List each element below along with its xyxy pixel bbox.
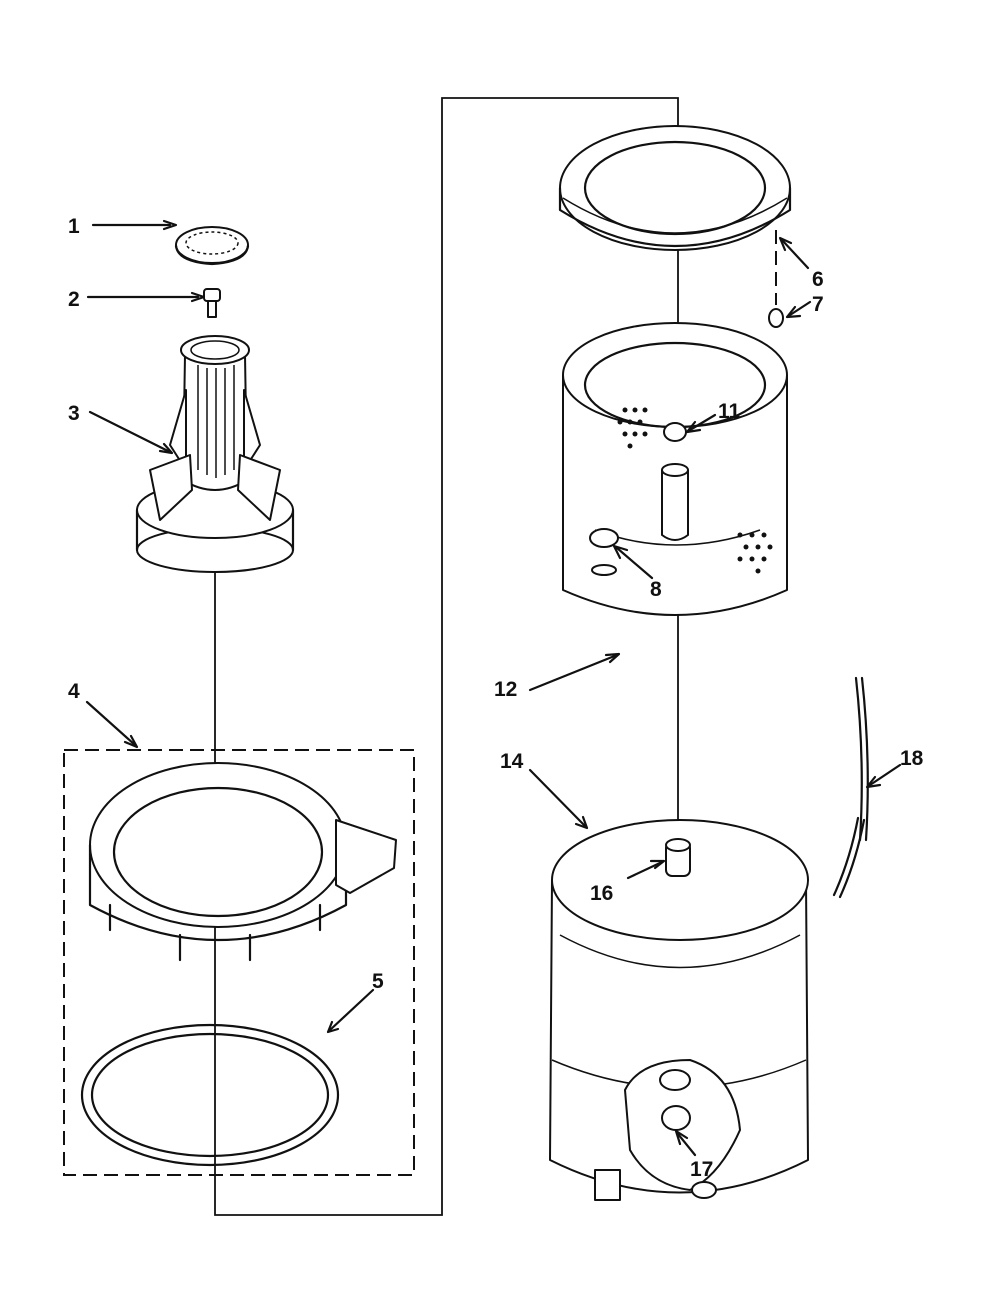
callout-2: 2	[68, 288, 80, 311]
callout-18: 18	[900, 747, 924, 770]
part-1-agitator-cap	[174, 226, 250, 266]
callout-3: 3	[68, 402, 80, 425]
callout-leaders	[85, 219, 902, 1157]
part-17-drain-fitting	[659, 1069, 717, 1199]
callout-6: 6	[812, 268, 824, 291]
callout-8: 8	[650, 578, 662, 601]
part-14-outer-tub	[549, 819, 809, 1201]
part-6-balance-ring	[558, 125, 792, 251]
callout-7: 7	[812, 293, 824, 316]
basket-holes-right	[737, 532, 773, 574]
callout-5: 5	[372, 970, 384, 993]
part-2-bolt	[203, 288, 221, 318]
part-4-tub-ring	[63, 749, 415, 1176]
part-5-gasket-ring	[80, 1023, 340, 1167]
part-8-plug	[589, 528, 619, 576]
part-11-nut	[663, 422, 687, 442]
callout-1: 1	[68, 215, 80, 238]
callout-14: 14	[500, 750, 524, 773]
basket-holes-left	[617, 407, 648, 449]
part-7-clip	[768, 230, 784, 328]
callout-17: 17	[690, 1158, 713, 1181]
part-3-agitator	[135, 335, 295, 573]
part-18-hose	[832, 676, 869, 899]
callout-12: 12	[494, 678, 517, 701]
callout-16: 16	[590, 882, 613, 905]
part-16-hub	[665, 838, 691, 877]
callout-4: 4	[68, 680, 80, 703]
callout-labels: 1 2 3 4 5 6 7 8 11 12 14 16 17 18	[68, 215, 924, 1181]
callout-11: 11	[718, 400, 741, 423]
